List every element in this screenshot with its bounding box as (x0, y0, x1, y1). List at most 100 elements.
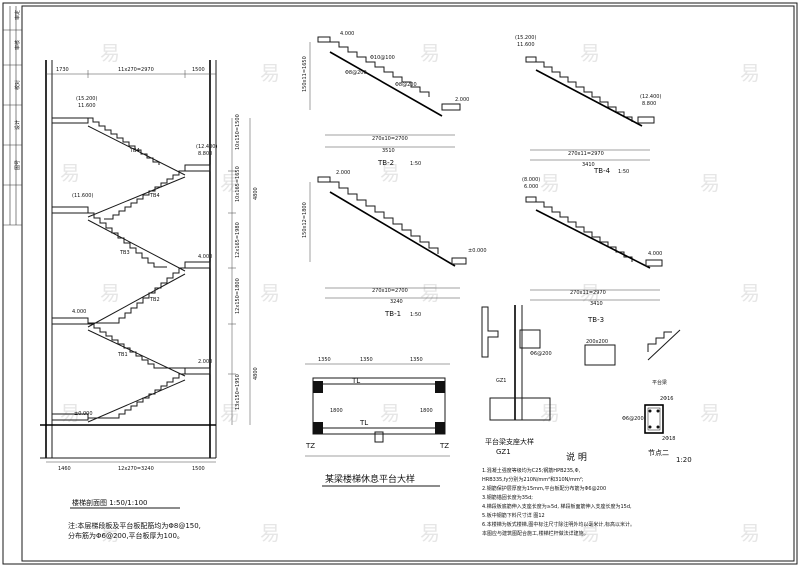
title-block-label: 图号 (15, 160, 21, 170)
dim-label: 1350 (410, 357, 423, 363)
watermark-glyph: 易 (380, 401, 400, 425)
flight-label: TB4 (129, 148, 140, 154)
title-block-label: 校对 (14, 80, 21, 90)
watermark-glyph: 易 (260, 521, 280, 545)
dim-label: 1350 (360, 357, 373, 363)
gz-label: GZ1 (496, 448, 511, 456)
elevation-label: ±0.000 (468, 248, 487, 254)
watermark-glyph: 易 (60, 401, 80, 425)
elevation-label: (11.600) (72, 193, 93, 199)
detail-label: TB-2 (377, 159, 394, 167)
note-line: 6.本楼梯为板式楼梯,图中标注尺寸除注明外均以毫米计,标高以米计。 (482, 521, 635, 528)
watermark-glyph: 易 (740, 281, 760, 305)
watermark-glyph: 易 (260, 61, 280, 85)
elevation-label: (8.000) (522, 177, 540, 183)
note-line: 5.板中钢筋下料尺寸详 图12 (482, 512, 545, 519)
flight-label: TB4 (149, 193, 160, 199)
dim-label: 3510 (382, 148, 395, 154)
dim-label: 11x270=2970 (118, 67, 154, 73)
watermark-glyph: 易 (580, 281, 600, 305)
section-label: 200x200 (586, 339, 608, 345)
tb2-detail: 150x11=1650 4.000 2.000 Φ10@100 Φ8@200 Φ… (302, 31, 469, 167)
elevation-label: 2.000 (455, 97, 469, 103)
dim-label: 1500 (192, 67, 205, 73)
watermark-glyph: 易 (740, 521, 760, 545)
watermark-glyph: 易 (580, 41, 600, 65)
dim-label: 150x11=1650 (302, 56, 308, 92)
dim-label: 12x150=1800 (235, 278, 241, 314)
dim-label: 4800 (253, 367, 259, 380)
watermark-glyph: 易 (700, 401, 720, 425)
dim-label: 3410 (582, 162, 595, 168)
rebar-label: 2Φ18 (662, 436, 675, 442)
watermark-layer: 易易易易易易易易易易易易易易易易易易易易易易易易易 (60, 41, 760, 545)
elevation-label: (12.400) (196, 144, 217, 150)
dim-label: 12x270=3240 (118, 466, 154, 472)
title-block-label: 审定 (14, 10, 21, 20)
elevation-label: 6.000 (524, 184, 538, 190)
plan-label: TL (351, 377, 360, 385)
detail-label: TB-3 (587, 316, 604, 324)
watermark-glyph: 易 (100, 41, 120, 65)
note-line: 3.钢筋锚固长度为35d; (482, 494, 533, 501)
elevation-label: ±0.000 (74, 411, 93, 417)
tb4-detail: (15.200) 11.600 (12.400) 8.800 270x11=29… (515, 35, 661, 175)
elevation-label: 4.000 (198, 254, 212, 260)
note-line: 本图应与建筑图配合施工,楼梯栏杆做法详建施。 (482, 530, 589, 537)
watermark-glyph: 易 (220, 171, 240, 195)
dim-label: 1460 (58, 466, 71, 472)
notes-block: 说 明 1.混凝土强度等级均为C25;钢筋HPB235,Φ, HRB335,fy… (482, 451, 635, 537)
watermark-glyph: 易 (700, 171, 720, 195)
rebar-label: Φ10@100 (370, 55, 395, 61)
elevation-label: 4.000 (72, 309, 86, 315)
elevation-label: 2.000 (198, 359, 212, 365)
watermark-glyph: 易 (420, 41, 440, 65)
inner-border (21, 5, 795, 562)
elevation-label: 8.800 (642, 101, 656, 107)
dim-label: 1800 (330, 408, 343, 414)
watermark-glyph: 易 (740, 61, 760, 85)
tb1-detail: 150x12=1800 2.000 ±0.000 270x10=2700 324… (302, 170, 487, 318)
gz-label: GZ1 (496, 378, 506, 384)
elevation-label: 4.000 (340, 31, 354, 37)
rebar-label: Φ6@200 (622, 416, 644, 422)
notes-heading: 说 明 (566, 451, 587, 463)
watermark-glyph: 易 (580, 521, 600, 545)
scale-label: 1:50 (618, 169, 629, 175)
dim-label: 3240 (390, 299, 403, 305)
dim-label: 270x10=2700 (372, 136, 408, 142)
dim-label: 10x150=1500 (235, 114, 241, 150)
plan-label: TZ (439, 442, 449, 450)
flight-label: TB2 (149, 297, 160, 303)
beam-details: GZ1 平台梁支座大样 GZ1 TB-3 200x200 Φ6@200 平台梁 … (481, 305, 692, 464)
note-line: HRB335,fy分别为210N/mm²和310N/mm²; (482, 476, 584, 483)
dim-label: 1500 (192, 466, 205, 472)
dim-label: 12x165=1980 (235, 222, 241, 258)
dim-label: 4800 (253, 187, 259, 200)
rebar-label: Φ6@200 (530, 351, 552, 357)
dim-label: 1730 (56, 67, 69, 73)
node-name: 节点二 (648, 449, 669, 457)
elevation-label: 11.600 (517, 42, 535, 48)
watermark-glyph: 易 (420, 521, 440, 545)
rebar-label: Φ8@200 (395, 82, 417, 88)
platform-plan: 1350 1350 1350 TL TL TZ TZ 1800 1800 某梁楼… (305, 357, 450, 487)
elevation-label: 4.000 (648, 251, 662, 257)
watermark-glyph: 易 (220, 401, 240, 425)
dim-label: 150x12=1800 (302, 202, 308, 238)
dim-label: 270x11=2970 (568, 151, 604, 157)
scale-label: 1:20 (676, 456, 692, 464)
elevation-label: 2.000 (336, 170, 350, 176)
elevation-label: (15.200) (515, 35, 536, 41)
plan-label: TZ (305, 442, 315, 450)
scale-label: 1:50 (410, 312, 421, 318)
node-caption: 平台梁支座大样 (485, 437, 534, 446)
watermark-glyph: 易 (60, 161, 80, 185)
watermark-glyph: 易 (260, 281, 280, 305)
plan-label: TL (359, 419, 368, 427)
dim-label: 1350 (318, 357, 331, 363)
dim-label: 270x10=2700 (372, 288, 408, 294)
watermark-glyph: 易 (100, 281, 120, 305)
note-line: 1.混凝土强度等级均为C25;钢筋HPB235,Φ, (482, 467, 581, 474)
